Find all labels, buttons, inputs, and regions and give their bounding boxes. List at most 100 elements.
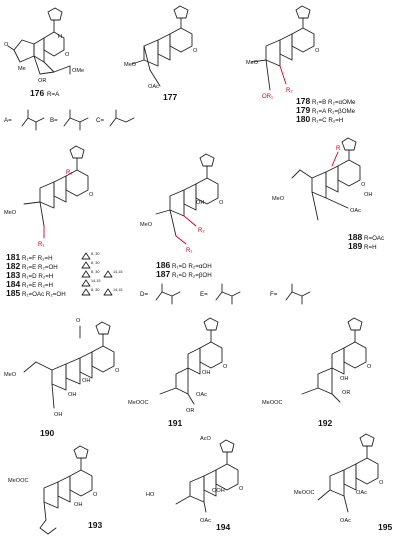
substituent-C-label: C=: [96, 117, 104, 124]
lactone-o-label: O: [219, 200, 224, 206]
lactone-o-label: O: [115, 368, 120, 374]
compound-181-legend: R₁=F R₂=H: [22, 255, 53, 262]
compound-181-number: 181: [6, 252, 20, 262]
oh-label: OH: [82, 378, 90, 384]
lactone-ring: [169, 27, 193, 53]
compound-193-structure: [39, 445, 93, 535]
compound-193-number: 193: [88, 520, 102, 530]
meooc-label: MeOOC: [294, 490, 315, 496]
meo-label: MeO: [124, 62, 137, 68]
lactone-o-label: O: [65, 52, 70, 58]
oac-label: OAc: [200, 518, 211, 524]
furan-ring: [359, 433, 375, 447]
delta-markers: [81, 252, 113, 296]
delta-positions: 14,15: [91, 279, 101, 283]
h-label: H: [58, 34, 62, 40]
oac-label: OAc: [148, 84, 159, 90]
r-label: R: [336, 146, 341, 152]
r1-label: R₁: [38, 242, 44, 248]
lactone-ring: [337, 159, 361, 187]
ooh-label: OOH: [212, 488, 225, 494]
oh-label: OH: [340, 376, 348, 382]
lactone-o-label: O: [193, 48, 198, 54]
meooc-label: MeOOC: [128, 400, 149, 406]
substituent-E-label: E=: [200, 291, 208, 298]
compound-182-legend: R₁=E R₂=OH: [22, 264, 58, 271]
delta-icon: [81, 288, 91, 296]
substituent-C-structure: [109, 109, 135, 127]
furan-ring: [341, 137, 357, 151]
compound-181-structure: [23, 145, 89, 239]
oac-label: OAc: [340, 518, 351, 524]
compound-185-number: 185: [6, 288, 20, 298]
substituent-D-structure: [155, 283, 181, 305]
compound-187-number: 187: [156, 269, 170, 279]
oh-label: OH: [54, 412, 62, 418]
compound-189-number: 189: [348, 241, 362, 251]
ketone-o-label: O: [4, 42, 9, 48]
meo-label: MeO: [4, 372, 17, 378]
compound-183-legend: R₁=D R₂=H: [22, 273, 53, 280]
lactone-o-label: O: [315, 48, 320, 54]
compound-186-legend: R₁=D R₂=αOH: [172, 263, 212, 270]
oac-label: OAc: [356, 490, 367, 496]
substituent-D-label: D=: [140, 291, 148, 298]
substituent-F-label: F=: [270, 291, 278, 298]
compound-180-number: 180: [296, 114, 310, 124]
lactone-o-label: O: [379, 480, 384, 486]
compound-184-legend: R₁=E R₂=H: [22, 282, 53, 289]
furan-ring: [69, 145, 85, 159]
meooc-label: MeOOC: [8, 478, 29, 484]
compound-178-legend: R₁=B R₂=αOMe: [312, 99, 356, 106]
compound-176-number: 176: [30, 88, 44, 98]
meo-label: MeO: [272, 196, 285, 202]
compound-177-number: 177: [163, 92, 177, 102]
substituent-B-label: B=: [50, 117, 58, 124]
furan-ring: [47, 7, 63, 21]
compound-177-structure: [131, 5, 193, 87]
meooc-label: MeOOC: [262, 400, 283, 406]
compound-182-number: 182: [6, 261, 20, 271]
lactone-o-label: O: [223, 364, 228, 370]
compound-176-legend: R=A: [47, 91, 60, 98]
compound-194-number: 194: [216, 522, 230, 532]
substituent-F-structure: [285, 283, 311, 305]
furan-ring: [219, 439, 235, 453]
or1-label: OR₁: [262, 94, 273, 100]
delta-icon: [81, 252, 91, 260]
substituent-E-structure: [215, 283, 241, 305]
r2-label: R₂: [286, 88, 293, 94]
lactone-o-label: O: [239, 486, 244, 492]
compound-194-structure: [175, 439, 239, 513]
ho-label: HO: [146, 492, 155, 498]
furan-ring: [95, 321, 111, 335]
lactone-ring: [91, 345, 115, 373]
delta-positions: 14,15: [113, 270, 123, 274]
compound-180-legend: R₁=C R₂=H: [312, 117, 343, 124]
compound-192-number: 192: [318, 418, 332, 428]
compound-183-number: 183: [6, 270, 20, 280]
compound-192-structure: [301, 317, 367, 403]
furan-ring: [199, 153, 215, 167]
compound-178-number: 178: [296, 96, 310, 106]
compound-191-structure: [159, 317, 223, 405]
delta-icon: [81, 261, 91, 269]
delta-positions: 14,15: [113, 288, 123, 292]
furan-ring: [173, 5, 189, 19]
or-label: OR: [38, 78, 46, 84]
compound-176-structure: [7, 7, 71, 75]
or-label: OR: [342, 390, 350, 396]
ome-label: OMe: [72, 68, 84, 74]
lactone-ring: [343, 341, 367, 369]
compound-186-number: 186: [156, 260, 170, 270]
delta-positions: 8, 30: [91, 252, 99, 256]
delta-positions: 8, 30: [91, 261, 99, 265]
compound-179-legend: R₁=A R₂=βOMe: [312, 108, 356, 115]
oh-label: OH: [68, 392, 76, 398]
meo-label: MeO: [140, 222, 153, 228]
delta-positions: 8, 30: [91, 270, 99, 274]
compound-188-legend: R=OAc: [364, 235, 384, 242]
furan-ring: [347, 317, 363, 331]
compound-186-structure: [155, 153, 219, 245]
lactone-ring: [355, 457, 379, 485]
